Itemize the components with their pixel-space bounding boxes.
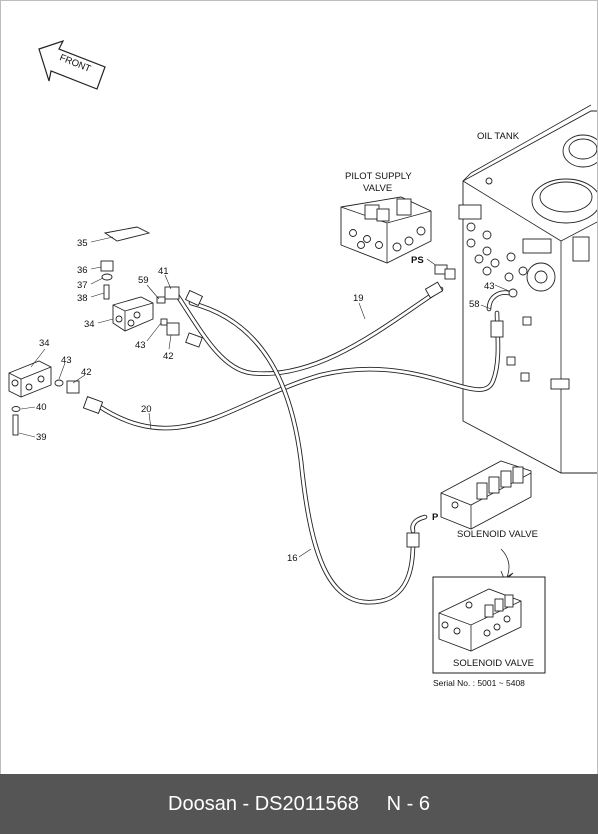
part-number-41: 41 [158,266,169,277]
port-ps-label: PS [411,255,424,266]
part-number-34-lower: 34 [39,338,50,349]
part-number-43-upper: 43 [135,340,146,351]
part-number-59: 59 [138,275,149,286]
port-p-label: P [432,512,439,523]
part-number-34-upper: 34 [84,319,95,330]
elbow-58 [486,288,518,312]
ps-fitting [434,264,456,280]
oil-tank [458,104,597,474]
solenoid-detail-box [432,576,546,674]
part-number-43-lower: 43 [61,355,72,366]
hose-20 [94,310,501,431]
leader-lines [18,236,510,558]
part-number-19: 19 [353,293,364,304]
part-number-42-lower: 42 [81,367,92,378]
part-number-36: 36 [77,265,88,276]
manifold-block-lower [8,360,80,436]
hose-19 [174,286,444,377]
solenoid-valve-detail-label: SOLENOID VALVE [453,658,534,669]
solenoid-valve-label: SOLENOID VALVE [457,529,538,540]
pilot-supply-valve-label-2: VALVE [363,183,392,194]
solenoid-valve [440,460,532,530]
part-number-42-upper: 42 [163,351,174,362]
part-number-58: 58 [469,299,480,310]
detail-arrow [500,548,514,582]
footer-text: Doosan - DS2011568 N - 6 [168,792,430,815]
manifold-block-upper [100,226,180,336]
part-numbers: 35 36 37 38 34 59 41 43 42 34 43 42 40 3… [36,238,495,564]
p-fitting [410,514,428,534]
diagram-frame: FRONT OIL TANK PILOT SUPPLY VALVE [0,0,598,776]
part-number-37: 37 [77,280,88,291]
part-number-35: 35 [77,238,88,249]
oil-tank-label: OIL TANK [477,131,520,142]
hose-16 [188,300,416,605]
footer-bar: Doosan - DS2011568 N - 6 [0,774,598,834]
part-number-16: 16 [287,553,298,564]
part-number-39: 39 [36,432,47,443]
pilot-supply-valve [340,196,432,264]
serial-number-note: Serial No. : 5001 ~ 5408 [433,678,525,688]
part-number-43-tank: 43 [484,281,495,292]
hydraulic-diagram: FRONT OIL TANK PILOT SUPPLY VALVE [8,39,597,688]
part-number-38: 38 [77,293,88,304]
part-number-40: 40 [36,402,47,413]
pilot-supply-valve-label-1: PILOT SUPPLY [345,171,412,182]
part-number-20: 20 [141,404,152,415]
front-arrow: FRONT [38,39,106,90]
hose-ends [82,281,504,548]
